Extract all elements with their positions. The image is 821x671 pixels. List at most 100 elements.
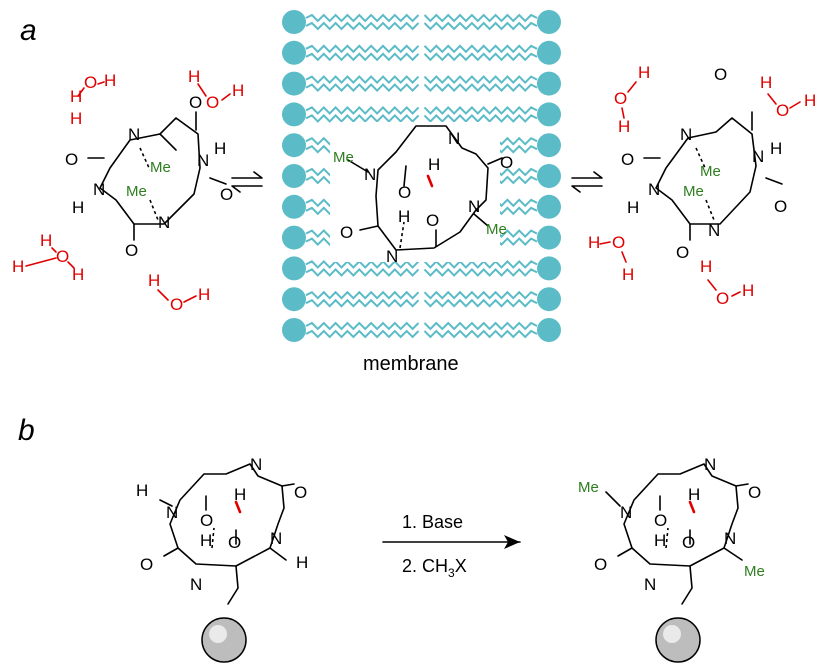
lipid-head <box>537 102 561 127</box>
svg-text:H: H <box>72 265 84 284</box>
lipid-tail <box>423 44 538 54</box>
lipid-tail <box>423 52 538 62</box>
atom-o: O <box>676 243 689 262</box>
lipid-tail <box>305 75 420 85</box>
atom-n: N <box>708 221 720 240</box>
reaction-arrow <box>382 535 521 549</box>
atom-o: O <box>774 197 787 216</box>
reactant-cyclopeptide: H N N H O O H O N H O N <box>136 455 308 663</box>
equilibrium-arrow-right <box>571 171 603 193</box>
lipid-tail <box>423 113 538 123</box>
svg-text:H: H <box>148 271 160 290</box>
methyl-label: Me <box>744 563 765 580</box>
lipid-head <box>537 194 561 219</box>
svg-text:O: O <box>170 295 183 314</box>
lipid-tail <box>423 75 538 85</box>
svg-text:H: H <box>198 285 210 304</box>
svg-text:O: O <box>56 247 69 266</box>
atom-h: H <box>770 139 782 158</box>
atom-n: N <box>158 213 170 232</box>
svg-text:H: H <box>40 231 52 250</box>
condition-step-2: 2. CH3X <box>402 556 467 580</box>
atom-o: O <box>189 93 202 112</box>
atom-n: N <box>752 147 764 166</box>
svg-text:H: H <box>70 109 82 128</box>
lipid-head <box>537 256 561 281</box>
equilibrium-arrow-left <box>231 171 263 193</box>
atom-o: O <box>500 153 513 172</box>
atom-o: O <box>714 65 727 84</box>
atom-o: O <box>140 555 153 574</box>
svg-text:H: H <box>622 265 634 284</box>
lipid-tail <box>305 83 420 93</box>
atom-o: O <box>340 223 353 242</box>
atom-n: N <box>190 575 202 594</box>
lipid-head <box>282 318 306 342</box>
svg-text:H: H <box>104 71 116 90</box>
svg-text:H: H <box>700 257 712 276</box>
atom-o: O <box>125 241 138 260</box>
lipid-tail <box>305 13 420 23</box>
panel-label-b: b <box>18 414 35 447</box>
atom-n: N <box>166 503 178 522</box>
lipid-head <box>537 318 561 342</box>
atom-o: O <box>748 483 761 502</box>
svg-text:H: H <box>742 281 754 300</box>
panel-label-a: a <box>20 14 37 47</box>
atom-h: H <box>688 485 700 504</box>
water-molecule: H O H <box>760 73 816 120</box>
lipid-tail <box>305 21 420 31</box>
atom-n: N <box>250 455 262 474</box>
membrane-cyclopeptide: N H O N O H O N O N Me Me <box>330 122 513 266</box>
atom-o: O <box>654 511 667 530</box>
lipid-head <box>537 164 561 188</box>
methyl-label: Me <box>333 149 354 166</box>
water-molecule: H O H <box>148 271 210 314</box>
svg-text:O: O <box>84 73 97 92</box>
atom-o: O <box>594 555 607 574</box>
lipid-tail <box>423 259 538 269</box>
lipid-tail <box>305 113 420 123</box>
lipid-head <box>537 71 561 96</box>
methyl-label: Me <box>126 183 147 200</box>
atom-n: N <box>386 247 398 266</box>
atom-h: H <box>136 481 148 500</box>
svg-text:O: O <box>206 93 219 112</box>
atom-h: H <box>72 198 84 217</box>
atom-o: O <box>294 483 307 502</box>
lipid-tail <box>305 329 420 339</box>
lipid-head <box>282 256 306 281</box>
svg-text:O: O <box>612 233 625 252</box>
atom-n: N <box>364 165 376 184</box>
atom-n: N <box>724 529 736 548</box>
svg-text:H: H <box>188 67 200 86</box>
methyl-label: Me <box>578 479 599 496</box>
atom-o: O <box>682 533 695 552</box>
product-cyclopeptide: Me N N H O O H O N Me O N <box>578 455 765 663</box>
lipid-tail <box>305 52 420 62</box>
svg-text:O: O <box>776 101 789 120</box>
methyl-label: Me <box>700 163 721 180</box>
lipid-head <box>282 40 306 65</box>
lipid-tail <box>423 105 538 115</box>
atom-n: N <box>620 503 632 522</box>
atom-h: H <box>296 553 308 572</box>
lipid-head <box>282 71 306 96</box>
lipid-head <box>282 10 306 34</box>
atom-n: N <box>680 125 692 144</box>
svg-text:H: H <box>12 257 24 276</box>
lipid-tail <box>423 321 538 331</box>
atom-h: H <box>398 207 410 226</box>
svg-text:H: H <box>638 63 650 82</box>
atom-o: O <box>228 533 241 552</box>
methyl-label: Me <box>150 159 171 176</box>
atom-o: O <box>426 211 439 230</box>
lipid-head <box>282 133 306 158</box>
atom-o: O <box>65 150 78 169</box>
lipid-head <box>282 225 306 250</box>
atom-h: H <box>627 198 639 217</box>
water-molecule: H O H H <box>70 71 116 128</box>
atom-o: O <box>220 185 233 204</box>
lipid-tail <box>423 83 538 93</box>
